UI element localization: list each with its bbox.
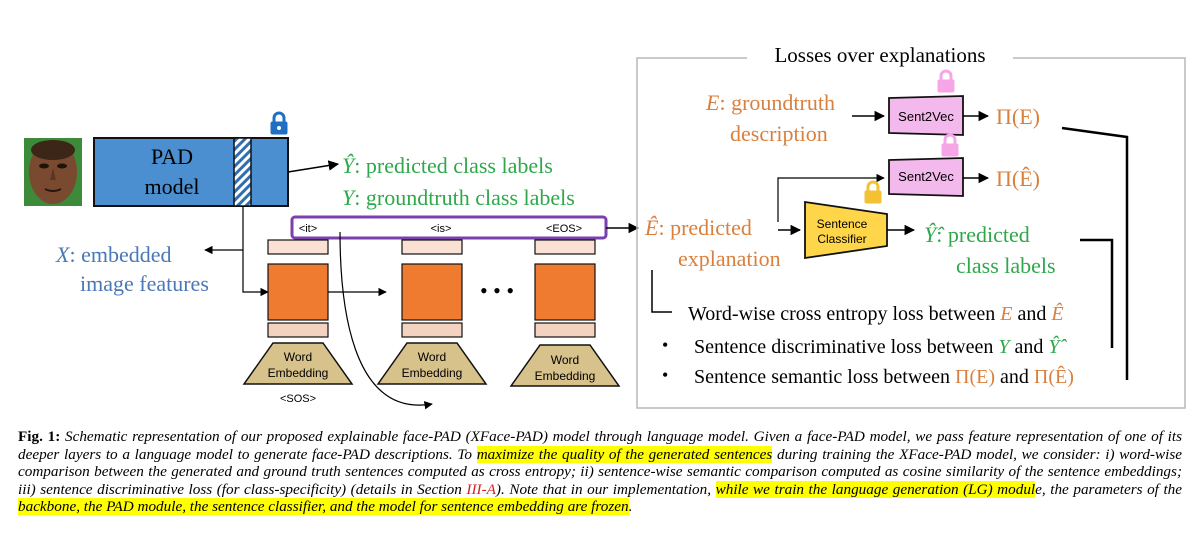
lg-column-1: Word Embedding <SOS> (242, 239, 354, 405)
lock-icon (863, 180, 883, 205)
predicted-explanation-label-2: explanation (678, 246, 781, 271)
face-photo (24, 138, 82, 206)
lock-icon (936, 69, 956, 94)
loss-discriminative: Sentence discriminative loss between Y a… (694, 335, 1067, 358)
loss-semantic: Sentence semantic loss between Π(E) and … (694, 365, 1074, 388)
predicted-class-labels-2: Ŷ̂: predicted (924, 222, 1030, 247)
ellipsis-icon: • • • (480, 278, 514, 303)
word-embedding-label: Embedding (268, 366, 329, 380)
embedded-features-label-2: image features (80, 271, 209, 296)
groundtruth-description-label: E: groundtruth (705, 90, 835, 115)
embedded-features-label: X: embedded (55, 242, 171, 267)
bullet-icon: • (662, 335, 668, 355)
figure-diagram: PAD model Ŷ: predicted class labels Y: g… (24, 43, 1186, 410)
sent2vec-bottom: Sent2Vec (888, 157, 964, 197)
word-embedding-label: Word (284, 350, 312, 364)
losses-title: Losses over explanations (774, 43, 985, 67)
word-embedding-label: Word (551, 353, 579, 367)
lock-icon (940, 133, 960, 158)
bullet-icon: • (662, 365, 668, 385)
caption-text: e, the parameters of the (1035, 480, 1183, 498)
caption-highlight: backbone, the PAD module, the sentence c… (18, 498, 629, 516)
sent2vec-top: Sent2Vec (888, 95, 964, 136)
lg-column-2: Word Embedding (376, 239, 488, 385)
caption-text: during training the XFace-PAD model, we … (18, 445, 1182, 498)
caption-text: . (628, 498, 633, 516)
sent2vec-label: Sent2Vec (898, 109, 954, 124)
sent2vec-label: Sent2Vec (898, 169, 954, 184)
pi-ehat: Π(Ê) (996, 166, 1040, 191)
predicted-class-labels-2-line2: class labels (956, 253, 1056, 278)
token-eos: <EOS> (546, 223, 582, 235)
token-sos: <SOS> (280, 393, 316, 405)
classifier-label: Sentence (817, 217, 868, 231)
pad-model-box: PAD model (93, 137, 289, 207)
word-embedding-label: Embedding (535, 369, 596, 383)
caption-highlight: maximize the quality of the generated se… (476, 445, 773, 463)
groundtruth-description-label-2: description (730, 121, 828, 146)
figure-caption: Fig. 1: Schematic representation of our … (18, 428, 1182, 516)
sentence-classifier: Sentence Classifier (804, 200, 888, 260)
caption-label: Fig. 1: (18, 428, 61, 445)
section-reference-link[interactable]: III-A (466, 480, 496, 498)
word-embedding-label: Embedding (402, 366, 463, 380)
pad-model-label-2: model (145, 174, 200, 199)
pi-e-top: Π(E) (996, 104, 1040, 129)
token-is: <is> (431, 223, 452, 235)
token-it: <it> (299, 223, 317, 235)
lock-icon (269, 111, 289, 136)
groundtruth-class-labels: Y: groundtruth class labels (342, 185, 575, 210)
pad-model-label-1: PAD (151, 144, 193, 169)
predicted-class-labels: Ŷ: predicted class labels (342, 153, 553, 178)
caption-highlight: while we train the language generation (… (715, 480, 1036, 498)
loss-word-wise: Word-wise cross entropy loss between E a… (688, 302, 1064, 325)
word-embedding-label: Word (418, 350, 446, 364)
lg-column-3: Word Embedding (509, 239, 621, 387)
classifier-label: Classifier (817, 232, 866, 246)
predicted-explanation-label: Ê: predicted (644, 215, 752, 240)
caption-text: ). Note that in our implementation, (495, 480, 716, 498)
caption-text: Schematic representation of our proposed… (18, 428, 1182, 463)
